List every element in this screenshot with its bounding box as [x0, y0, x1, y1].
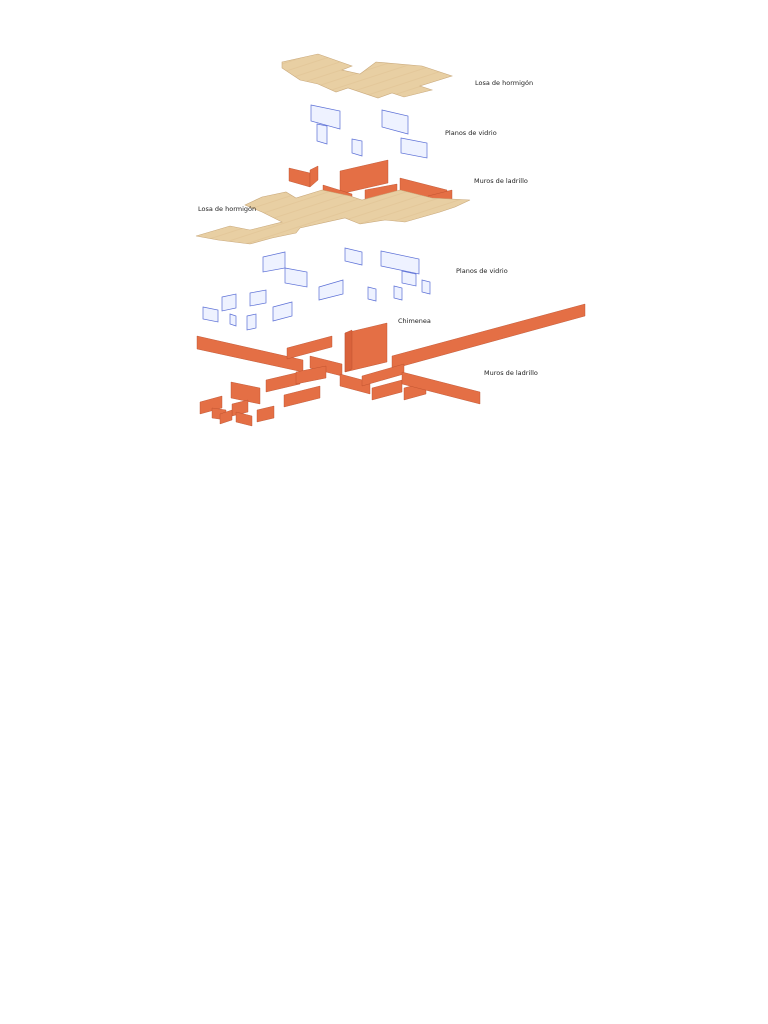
- label-planos-top: Planos de vidrio: [445, 129, 497, 137]
- top-concrete-slab: [281, 53, 453, 99]
- label-chimenea: Chimenea: [398, 317, 431, 325]
- middle-glass-planes: [202, 247, 431, 331]
- label-planos-mid: Planos de vidrio: [456, 267, 508, 275]
- label-muros-bottom: Muros de ladrillo: [484, 369, 538, 377]
- middle-concrete-slab: [195, 189, 471, 245]
- lower-brick-walls: [196, 303, 586, 427]
- label-muros-top: Muros de ladrillo: [474, 177, 528, 185]
- label-losa-top: Losa de hormigón: [475, 79, 533, 87]
- top-glass-planes: [310, 104, 428, 159]
- label-losa-mid: Losa de hormigón: [198, 205, 256, 213]
- diagram-labels: Losa de hormigón Planos de vidrio Muros …: [198, 79, 538, 377]
